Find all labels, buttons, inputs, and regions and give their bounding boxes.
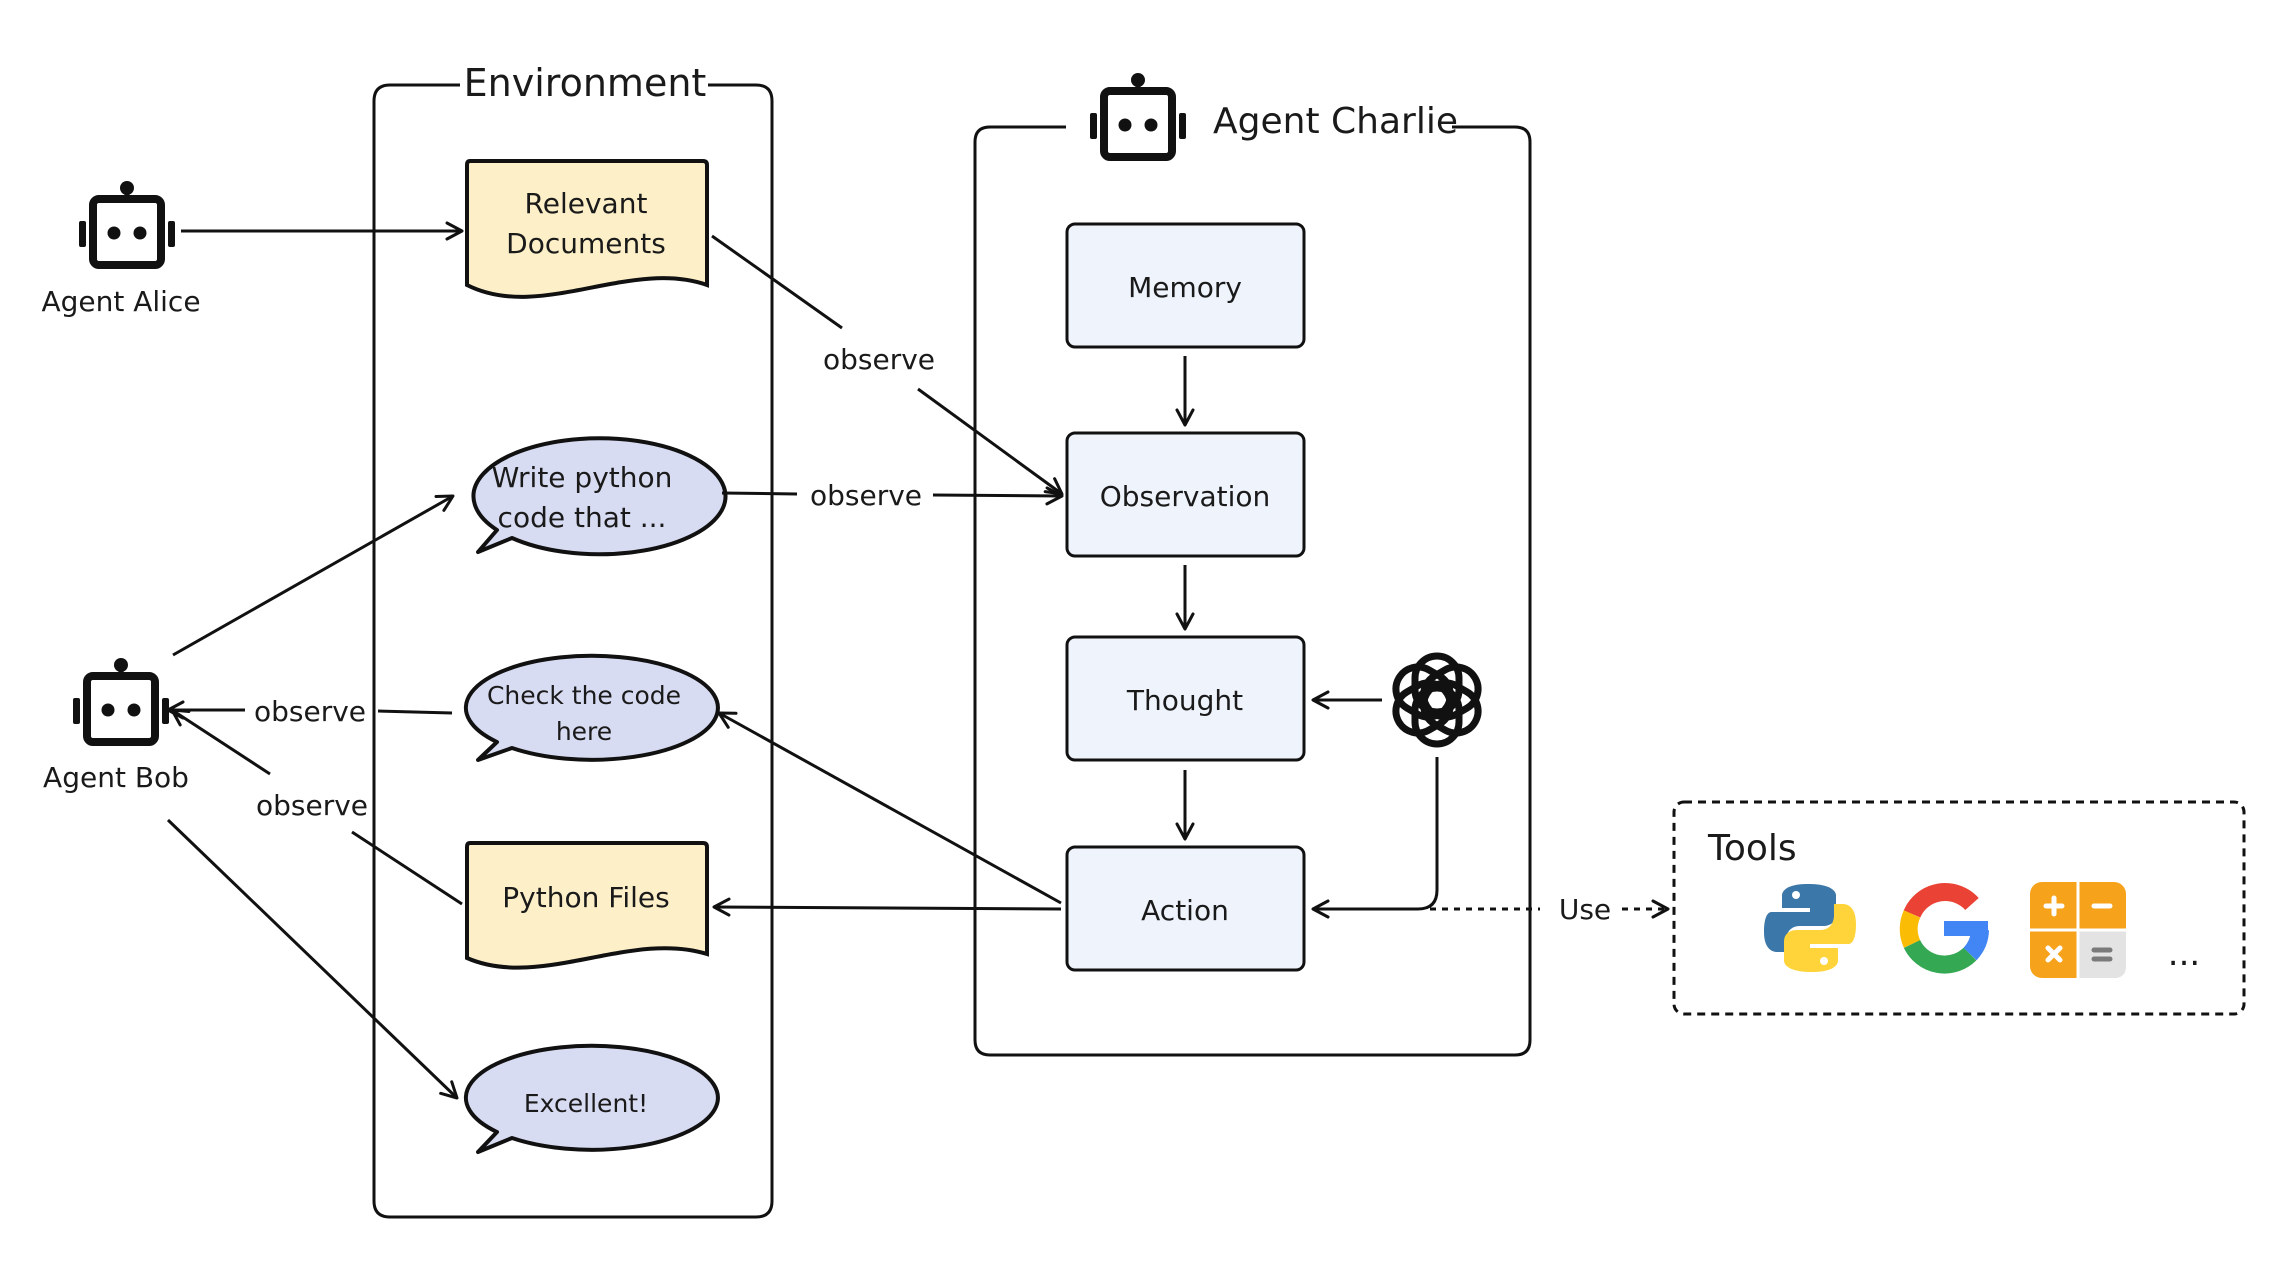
- edge-documents-observe-a: [711, 234, 843, 330]
- relevant-documents-line2: Documents: [506, 227, 666, 260]
- openai-icon: [1392, 652, 1482, 748]
- document-shape: [465, 841, 709, 970]
- observe-label-check-code: observe: [254, 695, 366, 728]
- arrow-llm-to-action: [1311, 757, 1439, 919]
- observation-step[interactable]: Observation: [1065, 431, 1306, 558]
- speech-bubble-shape: [463, 653, 720, 762]
- edge-write-observe-a: [721, 491, 798, 496]
- agent-charlie-frame: [973, 125, 1532, 1057]
- arrow-write-to-observation: [932, 486, 1064, 506]
- arrow-action-to-check-code: [717, 711, 1062, 905]
- connectors: [166, 221, 1670, 1100]
- observe-label-python-files: observe: [256, 789, 368, 822]
- python-files-label: Python Files: [502, 881, 669, 914]
- arrow-bob-to-write-python: [172, 494, 455, 657]
- action-step[interactable]: Action: [1065, 845, 1306, 972]
- agent-alice-label: Agent Alice: [41, 285, 200, 318]
- relevant-documents-item[interactable]: Relevant Documents: [465, 159, 709, 299]
- excellent-label: Excellent!: [524, 1089, 648, 1118]
- excellent-bubble[interactable]: Excellent!: [463, 1043, 720, 1154]
- tools-group: Tools: [1672, 800, 2246, 1016]
- use-label: Use: [1559, 893, 1611, 926]
- arrow-bob-to-excellent: [166, 818, 459, 1100]
- speech-bubble-shape: [463, 1043, 720, 1154]
- robot-icon: [1090, 73, 1186, 161]
- robot-icon: [79, 181, 175, 269]
- observe-label-documents: observe: [823, 343, 935, 376]
- tools-frame: [1672, 800, 2246, 1016]
- check-code-line2: here: [556, 717, 612, 746]
- observe-label-write-python: observe: [810, 479, 922, 512]
- check-code-bubble[interactable]: Check the code here: [463, 653, 720, 762]
- write-python-line1: Write python: [492, 461, 673, 494]
- memory-label: Memory: [1128, 271, 1242, 304]
- python-icon[interactable]: [1764, 884, 1856, 972]
- edge-check-observe-a: [377, 709, 453, 715]
- observation-label: Observation: [1100, 480, 1271, 513]
- write-python-bubble[interactable]: Write python code that ...: [471, 436, 728, 557]
- google-icon[interactable]: [1899, 883, 1989, 974]
- agent-alice[interactable]: Agent Alice: [41, 181, 201, 318]
- arrow-files-to-bob: [170, 708, 271, 776]
- environment-frame: [372, 83, 774, 1219]
- thought-label: Thought: [1126, 684, 1243, 717]
- document-shape: [465, 159, 709, 299]
- arrow-action-to-python-files: [712, 897, 1062, 917]
- agent-charlie-title: Agent Charlie: [1213, 101, 1458, 142]
- python-files-item[interactable]: Python Files: [465, 841, 709, 970]
- thought-step[interactable]: Thought: [1065, 635, 1306, 762]
- tools-title: Tools: [1707, 828, 1797, 869]
- write-python-line2: code that ...: [498, 501, 667, 534]
- agent-bob[interactable]: Agent Bob: [43, 658, 189, 794]
- action-label: Action: [1141, 894, 1229, 927]
- agent-charlie-group: Agent Charlie Memory Observation Thought…: [973, 73, 1532, 1057]
- check-code-line1: Check the code: [487, 681, 681, 710]
- robot-icon: [73, 658, 169, 746]
- edge-files-observe-a: [351, 830, 463, 906]
- environment-title: Environment: [464, 61, 707, 105]
- relevant-documents-line1: Relevant: [525, 187, 648, 220]
- speech-bubble-shape: [471, 436, 728, 557]
- environment-group: Environment Relevant Documents Write pyt…: [372, 61, 774, 1219]
- edge-labels: observe observe observe observe Use: [254, 343, 1611, 926]
- memory-step[interactable]: Memory: [1065, 222, 1306, 349]
- agent-bob-label: Agent Bob: [43, 761, 189, 794]
- arrow-documents-to-observation: [917, 387, 1064, 496]
- tools-ellipsis: ...: [2168, 934, 2200, 974]
- calculator-icon[interactable]: [2030, 882, 2126, 978]
